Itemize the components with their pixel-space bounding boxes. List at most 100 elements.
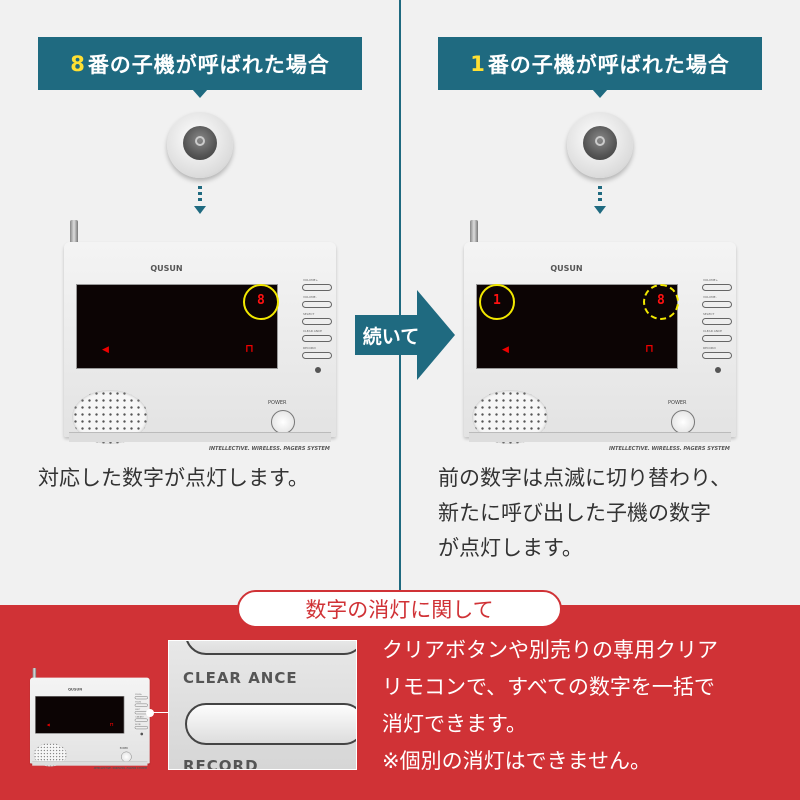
receiver-device-left: QUSUN ◀ ⊓ 8 VOLUME+ VOLUME- SELECT CLEAR ANCE RE… xyxy=(64,220,336,452)
banner-pointer xyxy=(192,89,208,98)
display-screen: ◀ ⊓ 8 xyxy=(76,284,279,369)
brand-logo: QUSUN xyxy=(550,264,583,273)
music-led-icon: ⊓ xyxy=(245,342,254,355)
banner-pointer xyxy=(592,89,608,98)
side-button xyxy=(702,284,732,291)
brand-logo: QUSUN xyxy=(150,264,183,273)
side-button xyxy=(702,301,732,308)
device-base xyxy=(32,761,148,766)
side-button xyxy=(302,284,332,291)
side-button-label: VOLUME+ xyxy=(303,278,319,282)
highlight-ring xyxy=(243,284,279,320)
display-screen: ◀⊓ xyxy=(35,696,125,734)
indicator-led xyxy=(715,367,721,373)
power-label: POWER xyxy=(668,400,687,406)
next-label: 続いて xyxy=(363,325,419,348)
indicator-led xyxy=(140,732,144,736)
side-button-label: SELECT xyxy=(703,312,715,316)
music-led-icon: ⊓ xyxy=(109,721,114,728)
lit-digit: 8 xyxy=(257,293,265,308)
closeup-label-clear: CLEAR ANCE xyxy=(183,669,298,687)
banner-number: 1 xyxy=(470,51,486,76)
power-button xyxy=(671,410,695,434)
antenna xyxy=(470,220,478,244)
note-line: ※個別の消灯はできません。 xyxy=(382,749,651,773)
next-arrow: 続いて xyxy=(355,290,455,380)
caption-line: 新たに呼び出した子機の数字 xyxy=(438,501,711,525)
device-body: QUSUN ◀ ⊓ 1 8 VOLUME+ VOLUME- SELECT CLEAR ANCE R… xyxy=(464,242,736,452)
side-button xyxy=(302,335,332,342)
side-button-label: VOLUME- xyxy=(303,295,317,299)
speaker-led-icon: ◀ xyxy=(502,345,509,355)
device-base xyxy=(469,432,731,442)
side-button-label: RECORD xyxy=(703,346,716,350)
clear-button-closeup: CLEAR ANCE RECORD xyxy=(168,640,357,770)
power-button xyxy=(271,410,295,434)
side-button xyxy=(302,318,332,325)
closeup-label-record: RECORD xyxy=(183,757,259,770)
center-divider xyxy=(399,0,401,606)
note-line: 消灯できます。 xyxy=(382,712,527,736)
banner-text: 番の子機が呼ばれた場合 xyxy=(87,52,330,77)
side-button xyxy=(302,352,332,359)
device-base xyxy=(69,432,331,442)
lit-digit: 1 xyxy=(493,293,501,308)
device-body: QUSUN ◀ ⊓ 8 VOLUME+ VOLUME- SELECT CLEAR ANCE RE… xyxy=(64,242,336,452)
callout-dot xyxy=(146,709,154,717)
caption-line: が点灯します。 xyxy=(438,536,583,560)
brand-logo: QUSUN xyxy=(68,687,83,692)
dotted-arrow xyxy=(598,186,602,202)
device-tagline: INTELLECTIVE. WIRELESS. PAGERS SYSTEM xyxy=(93,767,147,771)
power-label: POWER xyxy=(119,747,128,750)
banner-text: 番の子機が呼ばれた場合 xyxy=(487,52,730,77)
side-button xyxy=(702,352,732,359)
clear-section-title: 数字の消灯に関して xyxy=(237,590,562,628)
antenna xyxy=(32,668,37,679)
dotted-arrow xyxy=(198,186,202,202)
side-button-label: CLEAR ANCE xyxy=(703,329,723,333)
right-caption: 前の数字は点滅に切り替わり、 新たに呼び出した子機の数字 が点灯します。 xyxy=(438,461,731,566)
side-button-label: RECORD xyxy=(135,723,141,726)
side-button xyxy=(702,318,732,325)
music-led-icon: ⊓ xyxy=(645,342,654,355)
side-button-label: CLEAR ANCE xyxy=(303,329,323,333)
receiver-device-right: QUSUN ◀ ⊓ 1 8 VOLUME+ VOLUME- SELECT CLEAR ANCE R… xyxy=(464,220,736,452)
caption-line: 前の数字は点滅に切り替わり、 xyxy=(438,466,732,490)
closeup-button xyxy=(185,641,356,655)
clear-section-text: クリアボタンや別売りの専用クリア リモコンで、すべての数字を一括で 消灯できます… xyxy=(382,632,718,780)
display-screen: ◀ ⊓ 1 8 xyxy=(476,284,679,369)
side-button-label: VOLUME+ xyxy=(135,693,142,696)
side-button xyxy=(134,703,148,707)
banner-number: 8 xyxy=(70,51,86,76)
side-button xyxy=(702,335,732,342)
side-button-label: SELECT xyxy=(303,312,315,316)
speaker-led-icon: ◀ xyxy=(46,723,50,728)
note-line: リモコンで、すべての数字を一括で xyxy=(382,675,715,699)
side-button xyxy=(134,696,148,700)
side-button xyxy=(134,718,148,722)
side-button-label: VOLUME- xyxy=(135,701,142,703)
indicator-led xyxy=(315,367,321,373)
blink-ring xyxy=(643,284,679,320)
antenna xyxy=(70,220,78,244)
pager-button-image xyxy=(567,112,633,178)
blinking-digit: 8 xyxy=(657,293,665,308)
side-button-label: CLEAR ANCE xyxy=(135,715,144,718)
side-button-label: VOLUME+ xyxy=(703,278,719,282)
side-button xyxy=(134,726,148,730)
side-button xyxy=(302,301,332,308)
callout-line xyxy=(150,712,168,713)
speaker-led-icon: ◀ xyxy=(102,345,109,355)
highlight-ring xyxy=(479,284,515,320)
note-line: クリアボタンや別売りの専用クリア xyxy=(382,638,718,662)
side-button-label: VOLUME- xyxy=(703,295,717,299)
side-button-label: SELECT xyxy=(135,708,141,711)
device-tagline: INTELLECTIVE. WIRELESS. PAGERS SYSTEM xyxy=(209,446,330,452)
arrow-down-icon xyxy=(594,206,606,214)
side-button-label: RECORD xyxy=(303,346,316,350)
